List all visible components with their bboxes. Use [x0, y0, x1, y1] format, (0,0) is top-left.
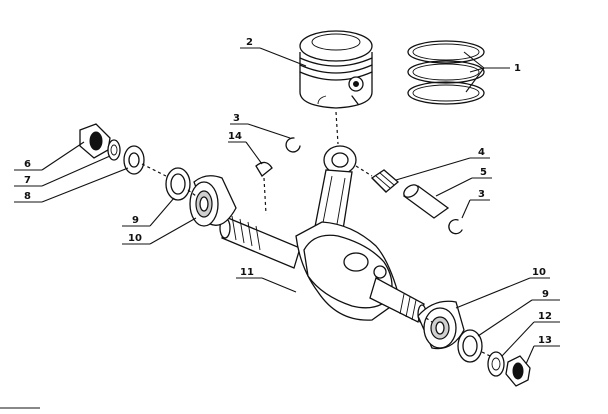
- circlip-top: [285, 137, 301, 153]
- label-washer-left-a: 7: [24, 175, 31, 186]
- needle-bearing: [370, 169, 400, 193]
- assembly-centerlines: [141, 111, 491, 357]
- label-woodruff-key: 14: [228, 131, 242, 142]
- piston: [299, 30, 373, 109]
- label-seal-left: 9: [132, 215, 139, 226]
- seal-right: [457, 329, 483, 363]
- label-seal-right: 9: [542, 289, 549, 300]
- label-nut-left: 6: [24, 159, 31, 170]
- piston-rings: [407, 40, 485, 105]
- label-needle-bearing: 4: [478, 147, 485, 158]
- crankshaft-assembly: [219, 145, 427, 324]
- label-piston-rings: 1: [514, 63, 521, 74]
- bearing-left: [189, 175, 237, 227]
- label-piston: 2: [246, 37, 253, 48]
- label-crankshaft: 11: [240, 267, 254, 278]
- label-washer-left-b: 8: [24, 191, 31, 202]
- nut-left: [79, 123, 111, 159]
- part-labels: 1 2 3 14 4 5 3 6 7 8 9 10 11 10 9 12 13: [24, 37, 552, 346]
- piston-pin: [402, 184, 450, 219]
- leader-lines: [14, 47, 560, 365]
- bearing-right: [417, 300, 465, 350]
- label-circlip-top: 3: [233, 113, 240, 124]
- woodruff-key: [255, 161, 273, 177]
- label-piston-pin: 5: [480, 167, 487, 178]
- washer-right: [487, 351, 505, 377]
- seal-left: [165, 167, 191, 201]
- washer-left-b: [123, 145, 145, 175]
- nut-right: [505, 355, 531, 387]
- label-bearing-right: 10: [532, 267, 546, 278]
- circlip-right: [448, 219, 463, 235]
- label-nut-right: 13: [538, 335, 552, 346]
- washer-left-a: [107, 139, 121, 161]
- label-washer-right: 12: [538, 311, 552, 322]
- label-circlip-right: 3: [478, 189, 485, 200]
- label-bearing-left: 10: [128, 233, 142, 244]
